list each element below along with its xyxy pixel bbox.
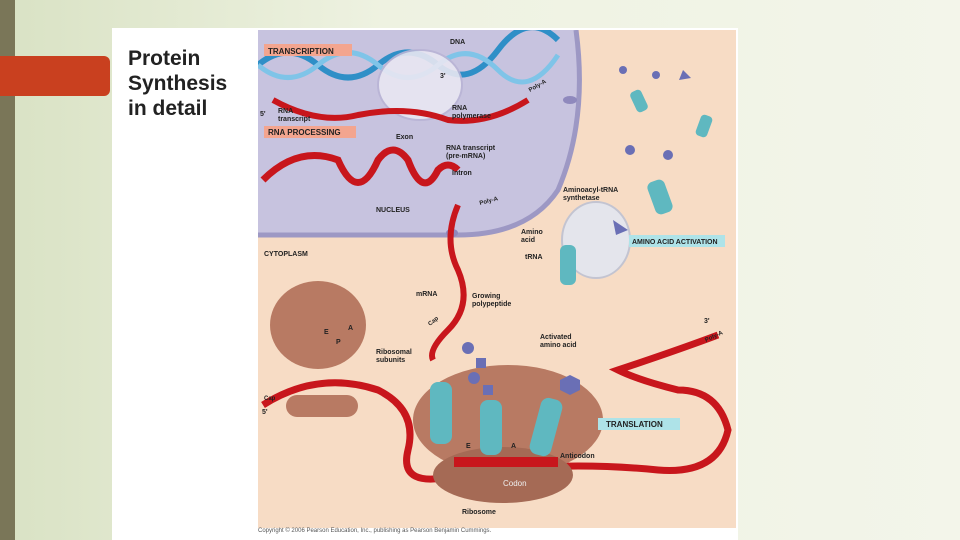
pre-mrna-label-2: (pre-mRNA) — [446, 153, 485, 160]
copyright-notice: Copyright © 2006 Pearson Education, Inc.… — [258, 528, 492, 534]
nucleus-region — [258, 30, 580, 235]
growing-polypeptide-label-2: polypeptide — [472, 301, 511, 308]
free-trna — [647, 179, 673, 215]
small-ribosomal-subunit — [286, 395, 358, 417]
large-ribosomal-subunit — [270, 281, 366, 369]
slide-title: Protein Synthesis in detail — [128, 46, 258, 121]
site-a-small: A — [348, 325, 353, 332]
transcription-box — [264, 44, 352, 56]
free-amino-acid — [625, 145, 635, 155]
rna-polymerase-label-2: polymerase — [452, 113, 491, 120]
rna-transcript-label-1: RNA — [278, 108, 293, 115]
intron-label: Intron — [452, 170, 472, 177]
nuclear-pore — [563, 96, 577, 104]
trna-e-site — [430, 382, 452, 444]
three-prime-label: 3' — [440, 73, 446, 80]
translation-label: TRANSLATION — [606, 420, 663, 429]
diagram-svg: TRANSCRIPTION RNA PROCESSING AMINO ACID … — [258, 30, 736, 528]
ribosome-large-subunit — [413, 365, 603, 475]
cytoplasm-label: CYTOPLASM — [264, 251, 308, 258]
trna-p-site — [480, 400, 502, 455]
ribosomal-subunits-label-1: Ribosomal — [376, 349, 412, 356]
pre-mrna-ribbon — [260, 146, 461, 187]
mrna-label: mRNA — [416, 291, 437, 298]
polypeptide-residue — [468, 372, 480, 384]
activated-amino-acid-label-2: amino acid — [540, 342, 577, 349]
mrna-ribbon — [261, 331, 732, 483]
free-amino-acid — [652, 71, 660, 79]
free-trna — [695, 114, 713, 138]
codon-strip — [454, 457, 558, 467]
exon-label: Exon — [396, 134, 413, 141]
amino-acid-activation-label: AMINO ACID ACTIVATION — [632, 239, 718, 246]
protein-synthesis-diagram: TRANSCRIPTION RNA PROCESSING AMINO ACID … — [258, 30, 736, 528]
free-amino-acid — [619, 66, 627, 74]
nuclear-envelope — [258, 30, 582, 238]
site-e-main: E — [466, 443, 471, 450]
ribosome-label: Ribosome — [462, 509, 496, 516]
site-p-small: P — [336, 339, 341, 346]
aminoacyl-label-2: synthetase — [563, 195, 600, 202]
ribosomal-subunits-label-2: subunits — [376, 357, 405, 364]
three-prime-right-label: 3' — [704, 318, 710, 325]
growing-polypeptide-label-1: Growing — [472, 293, 500, 300]
site-e-small: E — [324, 329, 329, 336]
polypeptide-residue — [462, 342, 474, 354]
amino-acid-label-1: Amino — [521, 229, 543, 236]
trna-in-synthetase — [560, 245, 576, 285]
amino-acid-activation-box — [629, 235, 725, 247]
translation-box — [598, 418, 680, 430]
aminoacyl-label-1: Aminoacyl-tRNA — [563, 187, 618, 194]
rna-transcript — [271, 97, 530, 124]
trna-label: tRNA — [525, 254, 543, 261]
transcription-label: TRANSCRIPTION — [268, 47, 334, 56]
rna-polymerase — [377, 49, 463, 121]
title-line-3: in detail — [128, 97, 208, 120]
five-prime-left-label: 5' — [262, 409, 268, 416]
rna-transcript-label-2: transcript — [278, 116, 311, 123]
poly-a-label-2: Poly-A — [479, 196, 500, 207]
rna-polymerase-label-1: RNA — [452, 105, 467, 112]
red-accent-tab — [0, 56, 110, 96]
site-a-main: A — [511, 443, 516, 450]
codon-label: Codon — [503, 479, 527, 488]
mrna-exit-strand — [429, 203, 467, 362]
free-amino-acid — [663, 150, 673, 160]
trna-a-site — [529, 397, 563, 457]
amino-acid-label-2: acid — [521, 237, 535, 244]
nucleus-label: NUCLEUS — [376, 207, 410, 214]
left-accent-bar — [0, 0, 15, 540]
polypeptide-residue — [476, 358, 486, 368]
incoming-amino-acid — [560, 375, 580, 395]
free-trna — [630, 89, 648, 113]
cap-label-2: Cap — [264, 396, 276, 402]
rna-processing-label: RNA PROCESSING — [268, 128, 341, 137]
title-line-1: Protein — [128, 47, 201, 70]
rna-processing-box — [264, 126, 356, 138]
ribosome-small-subunit — [433, 447, 573, 503]
dna-label: DNA — [450, 39, 465, 46]
activated-amino-acid-label-1: Activated — [540, 334, 572, 341]
pre-mrna-label-1: RNA transcript — [446, 145, 496, 152]
free-amino-acid — [679, 70, 691, 80]
polypeptide-residue — [483, 385, 493, 395]
title-line-2: Synthesis — [128, 72, 228, 95]
five-prime-label: 5' — [260, 111, 266, 118]
free-amino-acid — [613, 220, 628, 235]
anticodon-label: Anticodon — [560, 453, 595, 460]
